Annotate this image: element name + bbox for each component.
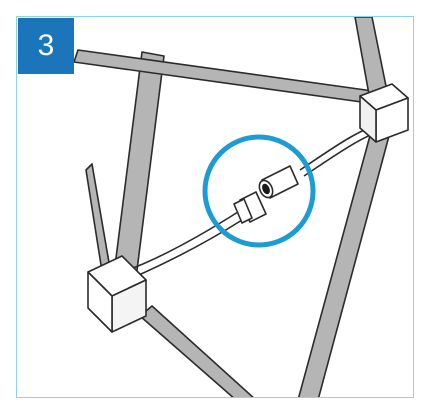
corner-cube-right <box>359 83 409 143</box>
frame-bar-bottom <box>139 305 254 397</box>
cable-connector-socket <box>258 165 299 199</box>
corner-cube-left <box>87 255 147 333</box>
step-number-badge: 3 <box>18 18 74 74</box>
frame-bar-upright-left <box>113 51 165 279</box>
cable-left <box>127 211 243 279</box>
frame-bar-top <box>73 49 381 105</box>
step-number: 3 <box>37 29 55 62</box>
cable-connector-plug <box>233 191 267 224</box>
magnifier-ring <box>202 134 316 248</box>
